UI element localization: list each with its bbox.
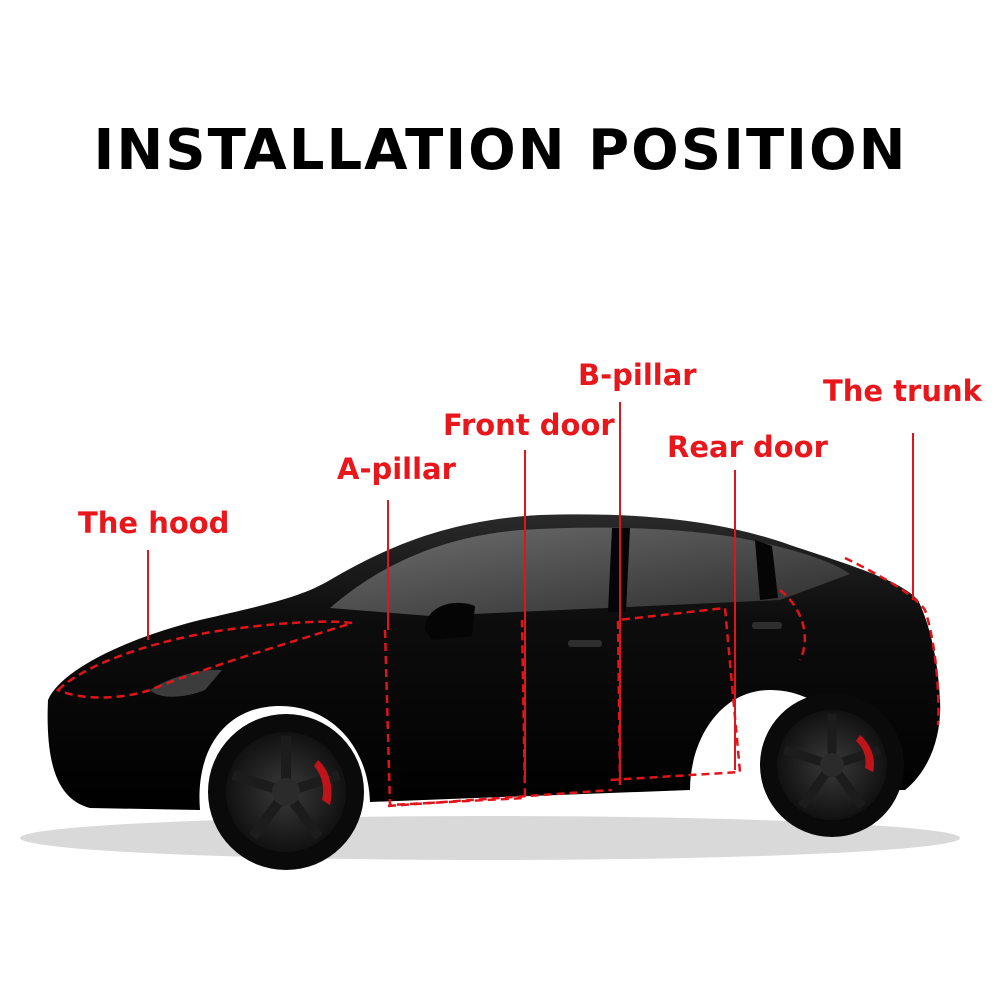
trunk-outline <box>779 556 940 726</box>
a-pillar-outline <box>387 788 613 808</box>
trunk-label: The trunk <box>823 374 982 408</box>
headlight <box>150 669 222 697</box>
hood-label: The hood <box>78 506 230 540</box>
rear-wheel <box>760 693 904 837</box>
b-pillar-label: B-pillar <box>578 358 697 392</box>
rear-door-outline <box>609 606 742 786</box>
front-wheel <box>208 714 364 870</box>
a-pillar-label: A-pillar <box>337 452 456 486</box>
hood-outline <box>55 620 353 699</box>
front-door-label: Front door <box>443 408 615 442</box>
window-area <box>330 527 850 616</box>
rear-door-label: Rear door <box>667 430 828 464</box>
side-mirror <box>425 602 475 640</box>
front-door-handle <box>568 640 602 647</box>
rear-door-handle <box>752 622 782 629</box>
window-pillar-c <box>755 540 778 600</box>
page-title: INSTALLATION POSITION <box>93 118 908 183</box>
